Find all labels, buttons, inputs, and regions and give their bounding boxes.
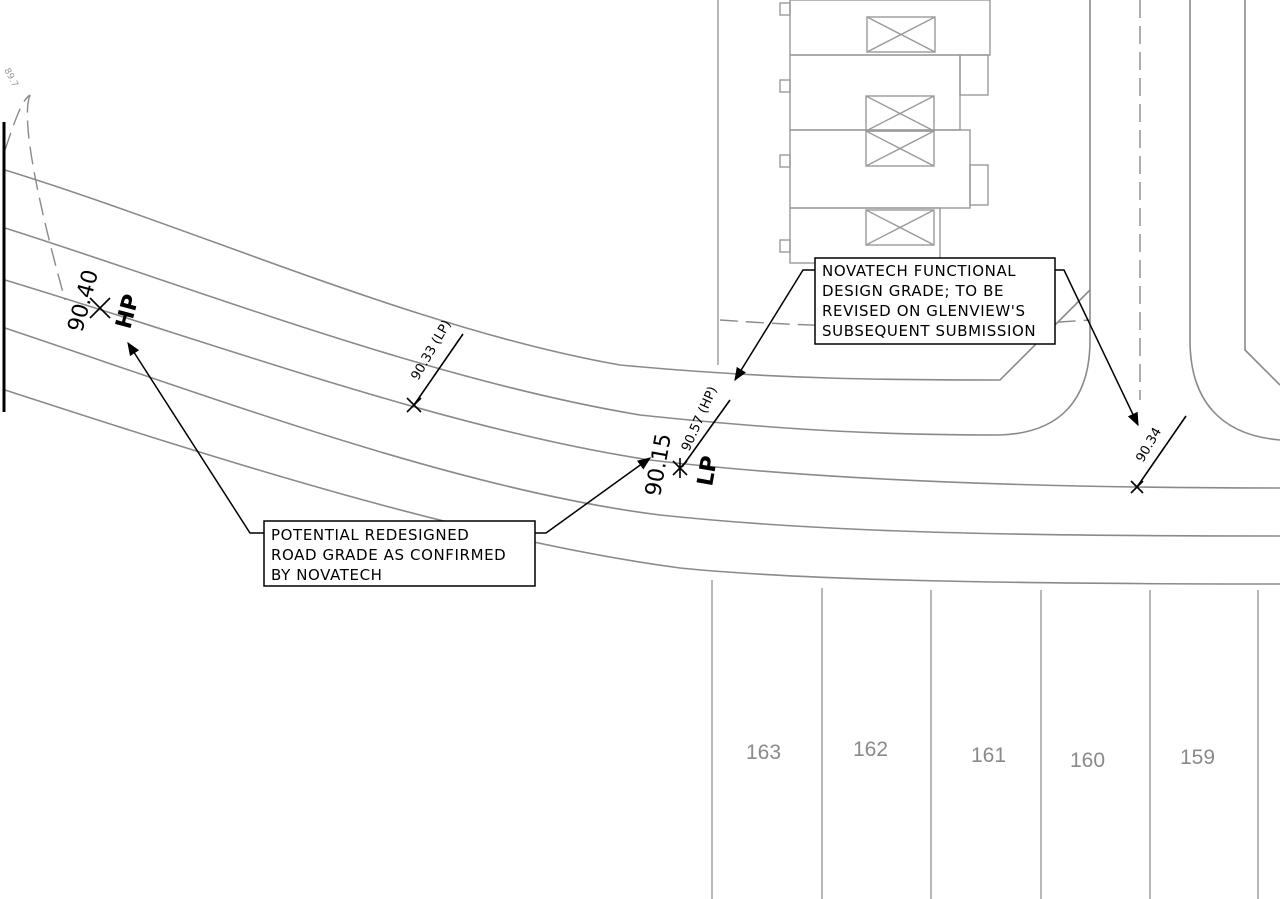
road-centreline <box>4 279 1280 489</box>
road-lines <box>4 0 1280 585</box>
dashed-curve-west <box>26 94 66 301</box>
grade-point-hp-left: 90.40 HP <box>64 267 145 334</box>
road-edge-south <box>4 389 1280 585</box>
leader-lines <box>127 269 1139 534</box>
dashed-curve-west-top <box>4 94 31 151</box>
side-road-east-edge <box>1244 0 1280 386</box>
lp-upper-label: 90.33 (LP) <box>408 318 454 383</box>
road-curb-north <box>4 0 1091 436</box>
note-redesign-line-1: POTENTIAL REDESIGNED <box>271 526 469 544</box>
note-novatech-functional: NOVATECH FUNCTIONAL DESIGN GRADE; TO BE … <box>814 257 1056 345</box>
grade-point-lp-center: 90.15 LP 90.57 (HP) <box>641 384 731 498</box>
leader-to-hp-left <box>127 341 264 534</box>
note-redesign-line-2: ROAD GRADE AS CONFIRMED <box>271 546 506 564</box>
lot-number-159: 159 <box>1180 746 1215 769</box>
road-curb-south <box>4 327 1280 537</box>
road-edge-north <box>4 169 1091 381</box>
leader-to-lp-center <box>535 457 652 534</box>
hp-left-elevation: 90.40 <box>64 267 104 334</box>
townhouse-block <box>717 0 991 365</box>
lot-number-161: 161 <box>971 744 1006 767</box>
leader-to-right-point <box>1054 269 1139 427</box>
lot-lines <box>711 580 1259 899</box>
lot-number-160: 160 <box>1070 749 1105 772</box>
grade-point-right: 90.34 <box>1130 415 1187 494</box>
grade-point-lp-upper: 90.33 (LP) <box>406 318 464 413</box>
side-road-west-edge <box>1189 0 1280 441</box>
hp-left-tag: HP <box>112 292 145 332</box>
lp-center-tag: LP <box>693 454 723 488</box>
right-point-label: 90.34 <box>1133 425 1165 465</box>
lot-number-162: 162 <box>853 738 888 761</box>
note-novatech-line-3: REVISED ON GLENVIEW'S <box>822 302 1026 320</box>
elevation-fragment-label: 89.7 <box>1 67 19 89</box>
lot-numbers: 163 162 161 160 159 <box>746 738 1215 772</box>
note-novatech-line-2: DESIGN GRADE; TO BE <box>822 282 1004 300</box>
note-redesign-line-3: BY NOVATECH <box>271 566 383 584</box>
lot-number-163: 163 <box>746 741 781 764</box>
note-potential-redesign: POTENTIAL REDESIGNED ROAD GRADE AS CONFI… <box>263 520 536 587</box>
unit-cross-boxes <box>865 16 936 246</box>
note-novatech-line-4: SUBSEQUENT SUBMISSION <box>822 322 1036 340</box>
leader-to-hp-upper <box>734 269 815 382</box>
lp-center-elevation: 90.15 <box>641 432 677 498</box>
note-novatech-line-1: NOVATECH FUNCTIONAL <box>822 262 1016 280</box>
